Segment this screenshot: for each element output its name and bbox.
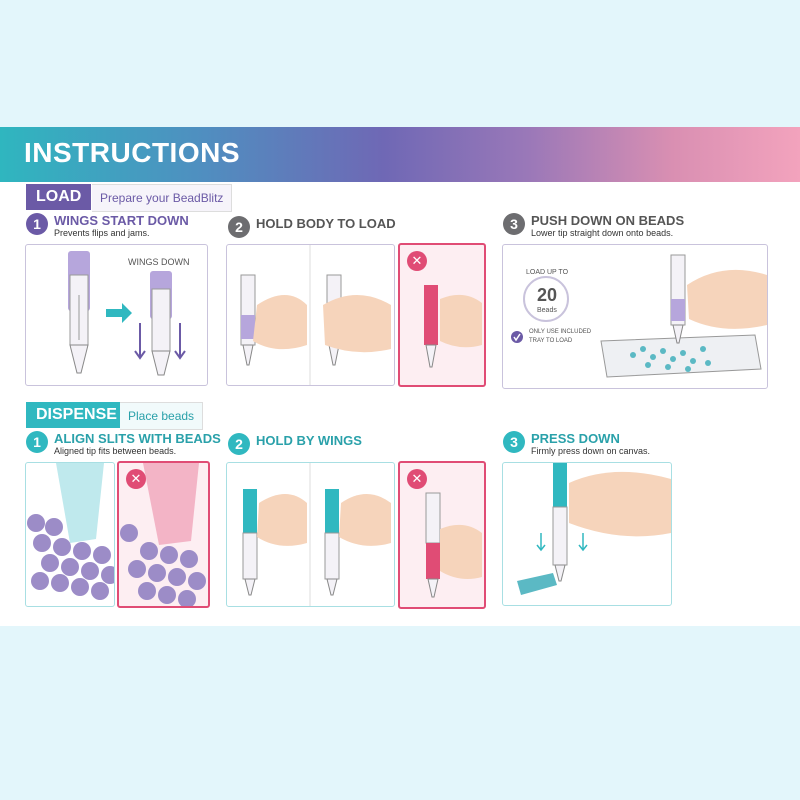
load-section-label: LOAD xyxy=(26,184,92,210)
step-number: 1 xyxy=(26,213,48,235)
step-description: Firmly press down on canvas. xyxy=(531,446,651,456)
press-down-illustration xyxy=(517,463,671,595)
step-title: HOLD BY WINGS xyxy=(256,433,362,448)
arrow-right-icon xyxy=(106,303,132,323)
step-number: 3 xyxy=(503,431,525,453)
hold-wings-wrong-illustration xyxy=(425,492,482,598)
dispense-section-subtitle: Place beads xyxy=(120,402,204,430)
align-wrong-illustration xyxy=(120,463,206,606)
instructions-banner: INSTRUCTIONS xyxy=(0,127,800,182)
load-section-subtitle: Prepare your BeadBlitz xyxy=(92,184,233,212)
tray-note-line2: TRAY TO LOAD xyxy=(529,338,573,344)
step-title: PUSH DOWN ON BEADS xyxy=(531,213,685,228)
step-title: WINGS START DOWN xyxy=(54,213,189,228)
badge-value: 20 xyxy=(536,285,558,305)
check-icon xyxy=(511,331,523,343)
hold-body-wrong-panel: ✕ xyxy=(398,243,486,387)
badge-top-label: LOAD UP TO xyxy=(526,269,569,276)
push-down-illustration xyxy=(511,254,767,378)
align-slits-wrong-panel: ✕ xyxy=(117,461,210,608)
step-title: ALIGN SLITS WITH BEADS xyxy=(54,431,221,446)
hold-wings-wrong-panel: ✕ xyxy=(398,461,486,609)
wings-down-illustration xyxy=(68,251,186,376)
step-description: Lower tip straight down onto beads. xyxy=(531,228,674,238)
dispense-section-label: DISPENSE xyxy=(26,402,127,428)
x-icon: ✕ xyxy=(407,251,427,271)
step-description: Prevents flips and jams. xyxy=(54,228,150,238)
hold-wings-illustration xyxy=(242,463,391,606)
tray-note-line1: ONLY USE INCLUDED xyxy=(529,329,592,335)
press-down-panel xyxy=(502,462,672,606)
push-down-panel: LOAD UP TO 20 Beads ONLY USE INCLUDED TR… xyxy=(502,244,768,389)
instruction-sheet: INSTRUCTIONS LOAD Prepare your BeadBlitz… xyxy=(0,127,800,626)
step-number: 3 xyxy=(503,213,525,235)
step-number: 1 xyxy=(26,431,48,453)
hold-body-panel xyxy=(226,244,395,386)
step-number: 2 xyxy=(228,216,250,238)
wings-down-panel: WINGS DOWN xyxy=(25,244,208,386)
step-title: PRESS DOWN xyxy=(531,431,620,446)
x-icon: ✕ xyxy=(407,469,427,489)
step-description: Aligned tip fits between beads. xyxy=(54,446,177,456)
wings-down-label: WINGS DOWN xyxy=(128,257,190,267)
x-icon: ✕ xyxy=(126,469,146,489)
hold-wings-panel xyxy=(226,462,395,607)
align-slits-panel xyxy=(25,462,115,607)
page-title: INSTRUCTIONS xyxy=(24,137,240,168)
hold-wrong-illustration xyxy=(424,285,482,368)
badge-unit: Beads xyxy=(537,307,557,314)
step-number: 2 xyxy=(228,433,250,455)
step-title: HOLD BODY TO LOAD xyxy=(256,216,396,231)
hold-body-illustration xyxy=(240,245,391,385)
align-slits-illustration xyxy=(27,463,114,600)
